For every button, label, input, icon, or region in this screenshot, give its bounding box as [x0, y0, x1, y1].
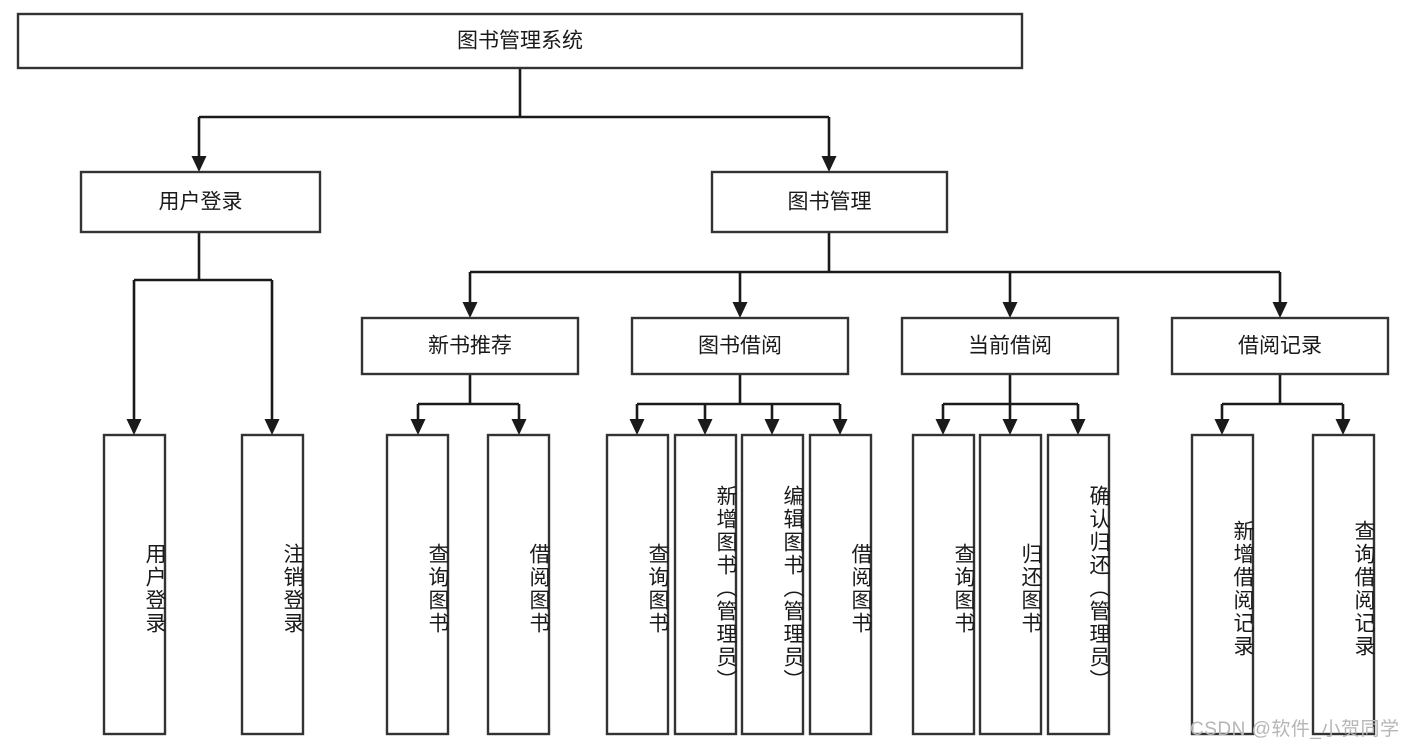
node-box-leaf-borrow-book[interactable]: [808, 433, 873, 736]
arrow-head-icon: [832, 419, 848, 435]
node-box-leaf-borrow-book-recommend[interactable]: [486, 433, 551, 736]
arrow-head-icon: [1272, 302, 1288, 318]
arrow-head-icon: [1002, 419, 1018, 435]
node-label-book-manage: 图书管理: [788, 191, 872, 214]
arrow-head-icon: [935, 419, 951, 435]
node-box-leaf-user-login[interactable]: [102, 433, 167, 736]
node-label-borrow-record: 借阅记录: [1238, 335, 1322, 358]
arrow-head-icon: [697, 419, 713, 435]
arrow-head-icon: [191, 156, 207, 172]
node-box-leaf-edit-book[interactable]: [740, 433, 805, 736]
node-box-leaf-return-book[interactable]: [978, 433, 1043, 736]
arrow-head-icon: [629, 419, 645, 435]
arrow-head-icon: [764, 419, 780, 435]
node-box-leaf-add-book[interactable]: [673, 433, 738, 736]
arrow-head-icon: [732, 302, 748, 318]
arrow-head-icon: [462, 302, 478, 318]
csdn-watermark: CSDN @软件_小贺同学: [1190, 719, 1400, 740]
arrow-head-icon: [821, 156, 837, 172]
arrow-head-icon: [1214, 419, 1230, 435]
arrowheads-group: [126, 156, 1351, 435]
node-box-leaf-query-book-current[interactable]: [911, 433, 976, 736]
arrow-head-icon: [410, 419, 426, 435]
node-box-book-borrow[interactable]: [630, 316, 850, 376]
arrow-head-icon: [1070, 419, 1086, 435]
arrow-head-icon: [264, 419, 280, 435]
arrow-head-icon: [1002, 302, 1018, 318]
node-label-user-login: 用户登录: [159, 191, 243, 214]
node-box-leaf-logout[interactable]: [240, 433, 305, 736]
node-label-new-book-recommend: 新书推荐: [428, 335, 512, 358]
node-boxes-group: [16, 12, 1390, 736]
node-box-user-login[interactable]: [79, 170, 322, 234]
node-box-borrow-record[interactable]: [1170, 316, 1390, 376]
node-box-leaf-add-record[interactable]: [1190, 433, 1255, 736]
node-box-root[interactable]: [16, 12, 1024, 70]
node-box-leaf-confirm-return[interactable]: [1046, 433, 1111, 736]
node-box-leaf-query-record[interactable]: [1311, 433, 1376, 736]
node-box-book-manage[interactable]: [710, 170, 949, 234]
node-box-leaf-query-book-borrow[interactable]: [605, 433, 670, 736]
node-box-leaf-query-book-recommend[interactable]: [385, 433, 450, 736]
node-box-current-borrow[interactable]: [900, 316, 1120, 376]
arrow-head-icon: [1335, 419, 1351, 435]
node-box-new-book-recommend[interactable]: [360, 316, 580, 376]
node-label-current-borrow: 当前借阅: [968, 335, 1052, 358]
node-label-root: 图书管理系统: [457, 30, 583, 53]
arrow-head-icon: [126, 419, 142, 435]
node-label-book-borrow: 图书借阅: [698, 335, 782, 358]
arrow-head-icon: [511, 419, 527, 435]
